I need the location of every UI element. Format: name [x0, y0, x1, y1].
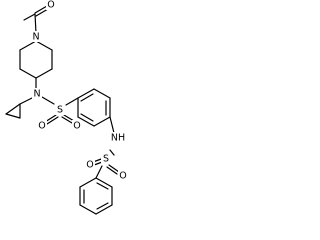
- bond-acetyl-co-a: [34, 5, 48, 14]
- bond-ring1-inner-3: [80, 113, 94, 122]
- atom-o-acetyl: O: [47, 0, 54, 11]
- bond-cp-1: [5, 103, 21, 115]
- bond-ring1-b: [93, 88, 111, 99]
- atom-o-upper-right: O: [73, 121, 80, 132]
- bond-pip-c4-c5: [35, 68, 53, 79]
- bond-n-s: [41, 96, 55, 105]
- bond-cp-2: [5, 113, 21, 119]
- bond-ring1-a: [77, 88, 95, 99]
- bond-s2-phenyl: [95, 165, 103, 179]
- bond-pip-c6-n: [35, 40, 53, 51]
- bond-acetyl-cn: [34, 13, 37, 34]
- bond-nh-s: [109, 149, 115, 156]
- bond-ring-nh: [109, 116, 115, 134]
- bond-ring2-f: [95, 177, 113, 188]
- bond-s2-o-right-b: [106, 166, 118, 175]
- bond-s-o-right-b: [61, 116, 73, 124]
- bond-s-ring: [65, 97, 79, 106]
- atom-labels: N O N S O O NH S O O: [31, 0, 128, 182]
- atom-n-piperidine: N: [32, 32, 39, 43]
- atom-s-lower: S: [103, 154, 109, 165]
- bond-ring2-c: [79, 204, 97, 215]
- bond-ring2-inner-3: [96, 182, 109, 190]
- atom-o-lower-left: O: [86, 160, 93, 171]
- bonds: [5, 5, 120, 215]
- bond-pip-c3-c4: [19, 68, 37, 79]
- bond-s2-o-right-a: [108, 164, 120, 173]
- bond-acetyl-co-b: [35, 8, 49, 17]
- bond-ring2-inner-2: [96, 202, 109, 210]
- bond-acetyl-ch3: [23, 13, 36, 21]
- bond-ring1-d: [93, 116, 111, 127]
- bond-ring2-a: [79, 177, 97, 188]
- bond-ring2-d: [95, 204, 113, 215]
- bond-pip-n-c2: [19, 40, 37, 51]
- bond-n-cyclopropyl: [19, 97, 33, 105]
- atom-s-upper: S: [57, 105, 63, 116]
- chemical-structure-diagram: N O N S O O NH S O O: [5, 0, 128, 215]
- atom-o-upper-left: O: [38, 121, 45, 132]
- atom-o-lower-right: O: [119, 171, 126, 182]
- atom-nh-link: NH: [111, 133, 125, 144]
- atom-n-sulfonamide: N: [33, 89, 40, 100]
- bond-s-o-left-b: [46, 116, 59, 125]
- bond-ring1-inner-1: [80, 93, 94, 102]
- bond-ring1-e: [77, 116, 95, 127]
